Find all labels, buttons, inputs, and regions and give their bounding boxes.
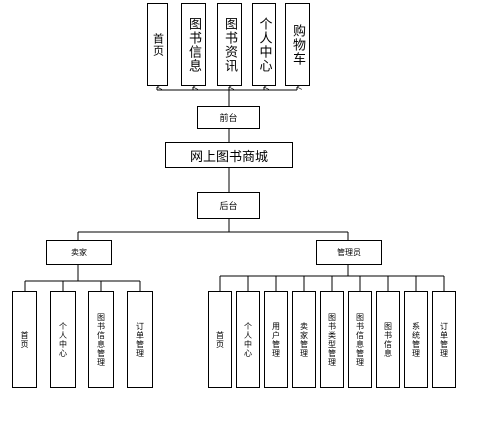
seller-item-home: 首页 [12,291,37,388]
admin-item-personal-center: 个人中心 [236,291,260,388]
admin-item-order-mgmt: 订单管理 [432,291,456,388]
front-node: 前台 [197,106,260,129]
seller-item-personal-center: 个人中心 [50,291,76,388]
admin-node: 管理员 [316,240,382,265]
front-item-personal-center: 个人中心 [252,3,276,86]
admin-item-seller-mgmt: 卖家管理 [292,291,316,388]
front-item-book-info: 图书信息 [181,3,206,86]
admin-item-book-type-mgmt: 图书类型管理 [320,291,344,388]
front-item-book-news: 图书资讯 [217,3,242,86]
front-item-home: 首页 [147,3,168,86]
admin-item-user-mgmt: 用户管理 [264,291,288,388]
admin-item-book-info-mgmt: 图书信息管理 [348,291,372,388]
seller-item-book-info-mgmt: 图书信息管理 [88,291,114,388]
admin-item-home: 首页 [208,291,232,388]
admin-item-book-info: 图书信息 [376,291,400,388]
admin-item-system-mgmt: 系统管理 [404,291,428,388]
seller-item-order-mgmt: 订单管理 [127,291,153,388]
seller-node: 卖家 [46,240,112,265]
front-item-cart: 购物车 [285,3,310,86]
diagram-title: 网上图书商城 [165,142,293,168]
back-node: 后台 [197,192,260,219]
